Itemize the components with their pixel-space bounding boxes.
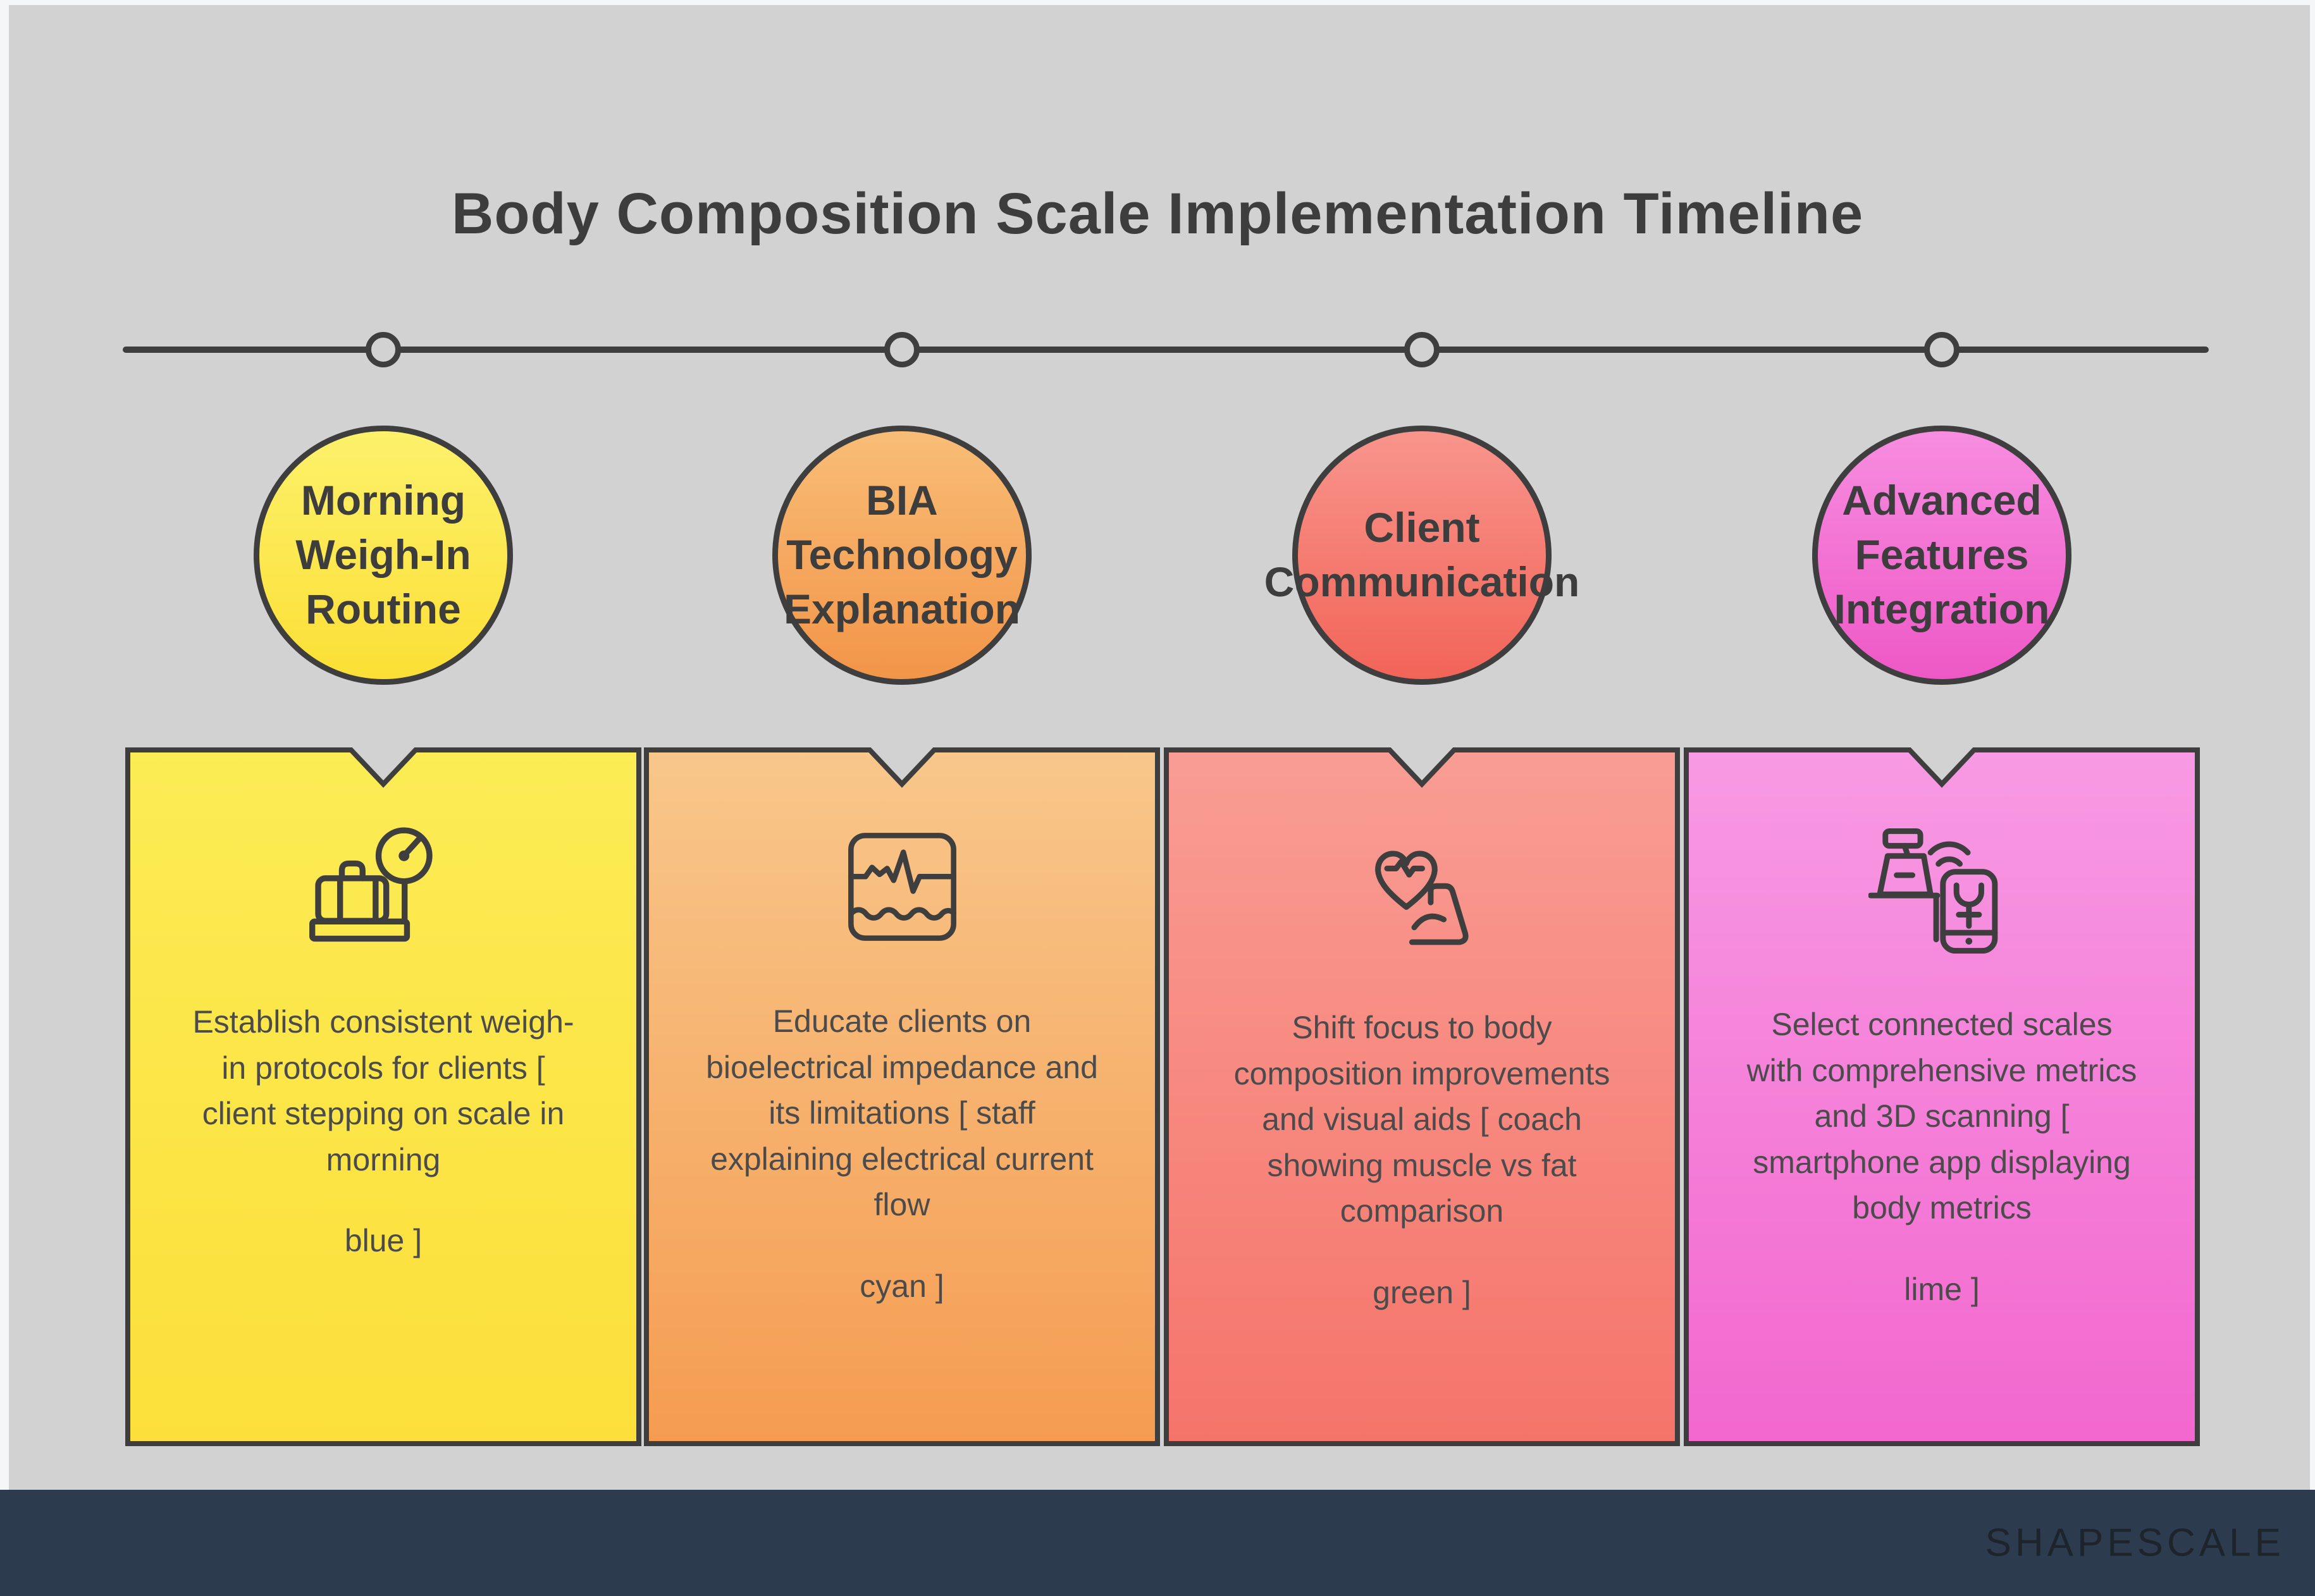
card-content: Select connected scales with comprehensi… — [1684, 747, 2200, 1446]
stage-label-line: Communication — [1264, 558, 1580, 605]
card-content: Educate clients on bioelectrical impedan… — [644, 747, 1160, 1446]
stage-bia-technology: BIA Technology Explanation Educate clien… — [644, 316, 1160, 1446]
card-background — [1164, 747, 1680, 1446]
stage-circle-label: Morning Weigh-In Routine — [175, 474, 592, 636]
stage-label-line: Features — [1855, 531, 2029, 579]
card-background — [125, 747, 641, 1446]
stage-card: Establish consistent weigh-in protocols … — [125, 747, 641, 1446]
card-background — [1684, 747, 2200, 1446]
brand-wordmark: SHAPESCALE — [1985, 1521, 2285, 1565]
stage-label-line: Integration — [1834, 585, 2050, 632]
stage-label-line: Morning — [300, 477, 466, 524]
timeline-node — [1404, 332, 1440, 367]
timeline-node — [366, 332, 401, 367]
stage-label-line: Routine — [306, 585, 461, 632]
stage-circle: Advanced Features Integration — [1812, 426, 2071, 685]
timeline-line — [123, 347, 2209, 353]
stage-card: Educate clients on bioelectrical impedan… — [644, 747, 1160, 1446]
luggage-scale-icon — [309, 827, 433, 942]
stage-color-note: cyan ] — [860, 1268, 944, 1304]
stage-color-note: lime ] — [1904, 1271, 1980, 1307]
stage-circle-label: Advanced Features Integration — [1733, 474, 2151, 636]
stage-circle: BIA Technology Explanation — [772, 426, 1032, 685]
card-content: Establish consistent weigh-in protocols … — [125, 747, 641, 1446]
stage-morning-weigh-in: Morning Weigh-In Routine — [125, 316, 641, 1446]
page-title: Body Composition Scale Implementation Ti… — [451, 181, 1864, 246]
stage-circle-label: BIA Technology Explanation — [693, 474, 1111, 636]
stage-description: Establish consistent weigh-in protocols … — [192, 1004, 574, 1177]
stage-description: Select connected scales with comprehensi… — [1746, 1007, 2137, 1225]
stage-label-line: Explanation — [783, 585, 1021, 632]
stage-circle: Morning Weigh-In Routine — [254, 426, 513, 685]
stage-label-line: BIA — [866, 477, 938, 524]
heart-muscle-icon — [1374, 850, 1469, 945]
stage-card: Select connected scales with comprehensi… — [1684, 747, 2200, 1446]
timeline-node — [1924, 332, 1960, 367]
card-background — [644, 747, 1160, 1446]
stage-advanced-features: Advanced Features Integration — [1684, 316, 2200, 1446]
stage-color-note: green ] — [1373, 1274, 1471, 1310]
card-content: Shift focus to body composition improvem… — [1164, 747, 1680, 1446]
stage-color-note: blue ] — [344, 1223, 423, 1258]
impedance-waveform-icon — [848, 833, 956, 941]
stage-label-line: Weigh-In — [295, 531, 471, 579]
stage-description: Shift focus to body composition improvem… — [1233, 1010, 1610, 1229]
stage-label-line: Advanced — [1842, 477, 2042, 524]
connected-scale-phone-icon — [1868, 828, 1998, 954]
stage-circle: Client Communication — [1264, 426, 1579, 685]
stage-label-line: Client — [1364, 504, 1480, 551]
stage-description: Educate clients on bioelectrical impedan… — [706, 1004, 1098, 1222]
stage-label-line: Technology — [786, 531, 1018, 579]
stage-card: Shift focus to body composition improvem… — [1164, 747, 1680, 1446]
stage-circle-label: Client Communication — [1213, 501, 1631, 610]
footer-bar: SHAPESCALE — [0, 1490, 2315, 1596]
stage-client-communication: Client Communication Shift focus to body… — [1164, 316, 1680, 1446]
timeline-node — [884, 332, 920, 367]
